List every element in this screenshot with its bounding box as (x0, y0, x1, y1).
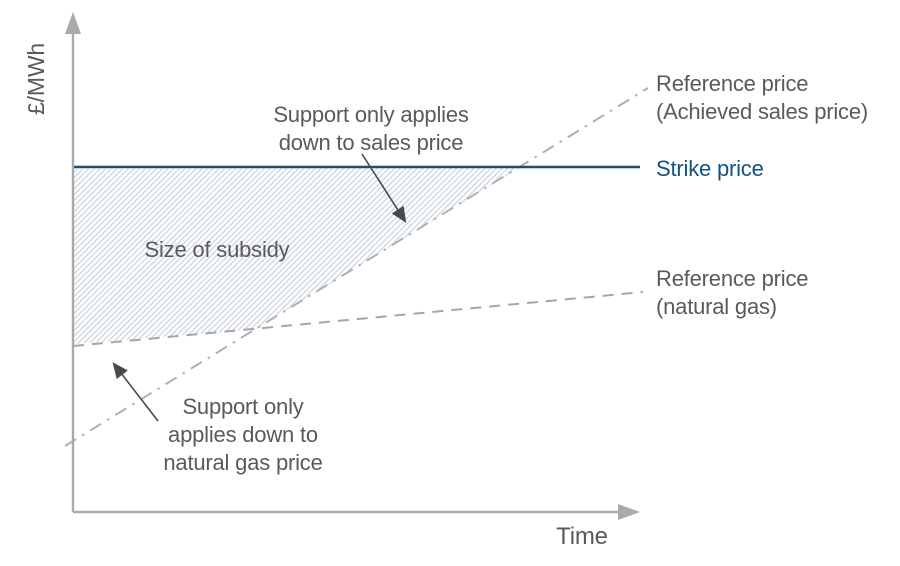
subsidy-area-label: Size of subsidy (144, 237, 290, 262)
annotation-arrow-sales (361, 153, 407, 224)
annotation-sales-label-line2: down to sales price (278, 130, 464, 155)
strike-price-label: Strike price (656, 156, 764, 181)
annotation-gas-label-line1: Support only (182, 394, 304, 419)
annotation-arrow-gas (112, 362, 159, 422)
x-axis-label: Time (556, 523, 608, 550)
reference-gas-line (72, 291, 644, 347)
y-axis-label: £/MWh (23, 43, 49, 115)
reference-sales-label-line1: Reference price (656, 71, 809, 96)
reference-sales-line (64, 87, 649, 447)
reference-sales-label: Reference price (Achieved sales price) (656, 70, 868, 126)
x-axis-arrowhead (618, 504, 640, 520)
annotation-gas-label-line2: applies down to (168, 422, 318, 447)
reference-gas-label-line1: Reference price (656, 266, 809, 291)
annotation-gas-label-line3: natural gas price (163, 450, 323, 475)
annotation-sales-label: Support only applies down to sales price (273, 101, 469, 157)
subsidy-area (74, 168, 519, 344)
annotation-gas-label: Support only applies down to natural gas… (163, 393, 322, 477)
reference-gas-label-line2: (natural gas) (656, 294, 777, 319)
annotation-sales-label-line1: Support only applies (273, 102, 469, 127)
reference-gas-label: Reference price (natural gas) (656, 265, 809, 321)
y-axis-arrowhead (65, 12, 81, 34)
reference-sales-label-line2: (Achieved sales price) (656, 99, 869, 124)
